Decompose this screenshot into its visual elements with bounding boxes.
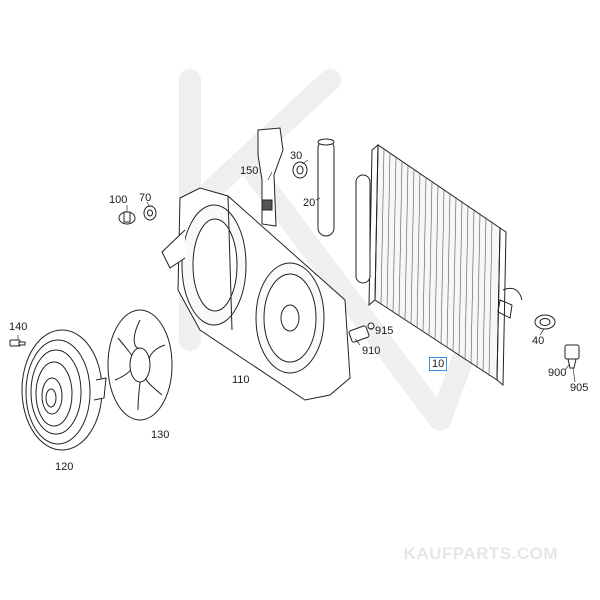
callout-110-label[interactable]: 110 (232, 374, 250, 386)
callout-40-label[interactable]: 40 (532, 335, 545, 347)
callout-100-label[interactable]: 100 (109, 194, 128, 206)
connector-part[interactable] (348, 322, 375, 343)
fan-blade-part[interactable] (107, 309, 173, 421)
watermark-text: KAUFPARTS.COM (403, 544, 558, 563)
callout-905-label[interactable]: 905 (570, 382, 589, 394)
sensor-part[interactable] (564, 344, 580, 369)
leader-lines (17, 159, 576, 383)
fan-shroud-part[interactable] (161, 187, 351, 401)
screw-part[interactable] (9, 339, 26, 347)
callout-10-label[interactable]: 10 (429, 357, 448, 371)
grommet-part[interactable] (143, 205, 157, 221)
bracket-part[interactable] (257, 127, 284, 227)
callout-915-label[interactable]: 915 (375, 325, 394, 337)
callout-150-label[interactable]: 150 (240, 165, 259, 177)
callout-30-label[interactable]: 30 (290, 150, 303, 162)
drier-tube-part[interactable] (317, 138, 335, 237)
valve-part[interactable] (534, 314, 556, 330)
clamp-part[interactable] (292, 161, 308, 179)
callout-70-label[interactable]: 70 (139, 192, 152, 204)
callout-910-label[interactable]: 910 (362, 345, 381, 357)
condenser-part[interactable] (355, 143, 523, 387)
callout-140-label[interactable]: 140 (9, 321, 28, 333)
bolt-part[interactable] (118, 211, 136, 225)
callout-130-label[interactable]: 130 (151, 429, 170, 441)
callout-900-label[interactable]: 900 (548, 367, 567, 379)
fan-motor-part[interactable] (21, 329, 107, 451)
callout-20-label[interactable]: 20 (303, 197, 316, 209)
callout-120-label[interactable]: 120 (55, 461, 74, 473)
